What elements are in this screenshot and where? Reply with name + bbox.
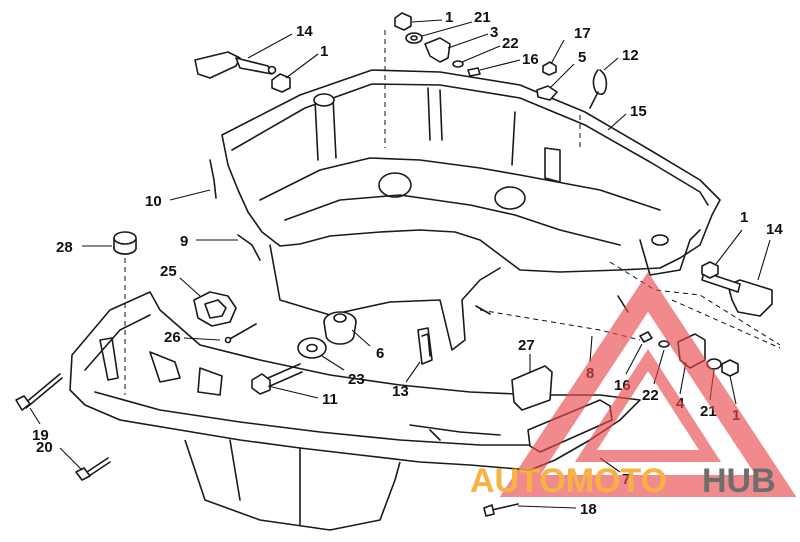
bracket-3-top [424,37,451,63]
callout-18: 18 [580,501,597,518]
grommet-28 [113,231,137,255]
callout-3: 3 [490,24,498,41]
callout-21-top: 21 [474,9,491,26]
callout-28: 28 [56,239,73,256]
bolt-20 [75,457,111,481]
latch-handle-14-left [194,51,277,79]
callout-16-top: 16 [522,51,539,68]
link-rod-8 [475,295,629,315]
grommet-6 [323,311,357,345]
bolt-19 [15,373,63,411]
callout-20: 20 [36,439,53,456]
bolt-18 [483,503,519,517]
callout-22-top: 22 [502,35,519,52]
plate-13 [417,327,433,365]
triangle-logo-icon [499,272,797,497]
nut-1-top [394,12,412,31]
callout-5: 5 [578,49,586,66]
nut-1-right-lower [721,359,739,377]
watermark-text-automoto: AUTOMOTO [470,462,667,500]
callout-22-right: 22 [642,387,659,404]
pin-26 [224,323,257,344]
upper-cowl-part-15 [221,69,721,351]
callout-1-right-upper: 1 [740,209,748,226]
watermark-text-hub: HUB [702,462,776,500]
screw-16-right [639,331,653,343]
callout-6: 6 [376,345,384,362]
callout-15: 15 [630,103,647,120]
grommet-23 [297,337,327,359]
callout-13: 13 [392,383,409,400]
callout-14-left: 14 [296,23,313,40]
callout-19: 19 [32,427,49,444]
seal-9 [237,234,261,261]
washer-22-right [658,340,670,348]
seal-10 [209,159,217,199]
callout-12: 12 [622,47,639,64]
nut-1-right-upper [701,261,719,279]
callout-25: 25 [160,263,177,280]
callout-1-left: 1 [320,43,328,60]
callout-23: 23 [348,371,365,388]
nut-1-left [271,73,291,93]
callout-17: 17 [574,25,591,42]
callout-10: 10 [145,193,162,210]
callout-27: 27 [518,337,535,354]
spring-12 [589,69,608,109]
washer-21-top [405,32,423,44]
callout-26: 26 [164,329,181,346]
callout-14-right: 14 [766,221,783,238]
callout-9: 9 [180,233,188,250]
screw-16-top [467,67,481,77]
automotohub-watermark: AUTOMOTO HUB [470,272,797,500]
stud-11 [251,363,303,395]
latch-handle-14-right [701,271,773,317]
leader-lines [29,19,771,509]
bushing-25 [193,291,237,327]
washer-22-top [452,60,464,68]
nut-17 [542,61,557,76]
alignment-lines [124,30,781,395]
callout-1-top: 1 [445,9,453,26]
lower-cowl [69,291,641,531]
callout-11: 11 [322,391,338,408]
bracket-27 [511,365,553,411]
clip-5 [536,85,558,101]
